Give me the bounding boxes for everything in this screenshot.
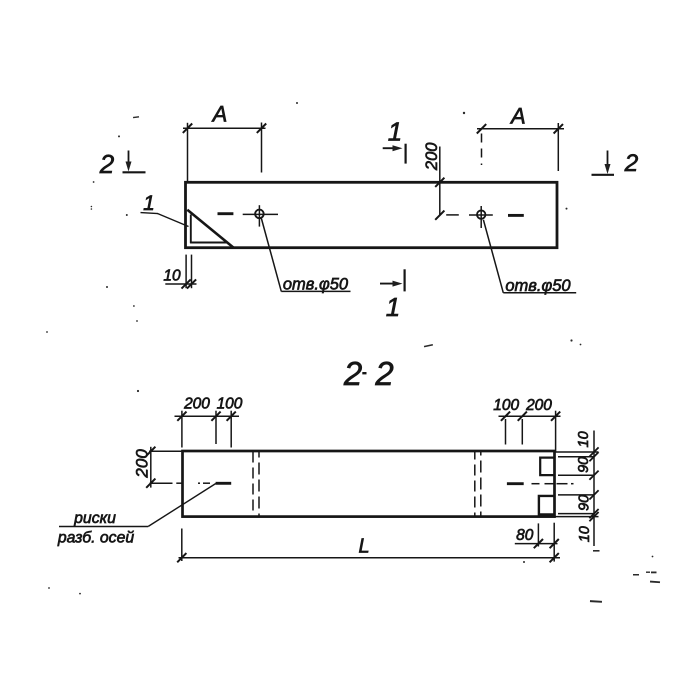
svg-text:L: L bbox=[358, 536, 369, 558]
svg-text:80: 80 bbox=[516, 527, 534, 544]
svg-text:1: 1 bbox=[386, 292, 400, 322]
svg-text:10: 10 bbox=[163, 268, 181, 285]
svg-text:90: 90 bbox=[576, 457, 592, 473]
svg-text:10: 10 bbox=[577, 526, 593, 542]
svg-text:100: 100 bbox=[217, 396, 243, 413]
svg-text:2: 2 bbox=[343, 355, 362, 392]
svg-text:10: 10 bbox=[576, 431, 592, 447]
svg-text:90: 90 bbox=[577, 495, 593, 511]
svg-text:риски: риски bbox=[73, 510, 116, 527]
svg-text:100: 100 bbox=[493, 397, 519, 414]
svg-text:200: 200 bbox=[183, 396, 210, 413]
svg-text:1: 1 bbox=[388, 117, 402, 147]
svg-text:200: 200 bbox=[133, 449, 152, 479]
svg-text:A: A bbox=[509, 104, 526, 129]
svg-text:отв.φ50: отв.φ50 bbox=[505, 277, 571, 295]
svg-text:разб. осей: разб. осей bbox=[57, 530, 135, 547]
svg-text:отв.φ50: отв.φ50 bbox=[283, 276, 349, 294]
svg-text:1: 1 bbox=[143, 192, 155, 215]
svg-text:200: 200 bbox=[525, 397, 552, 414]
svg-text:200: 200 bbox=[423, 142, 441, 171]
svg-text:2: 2 bbox=[99, 149, 115, 179]
svg-text:A: A bbox=[211, 102, 228, 127]
svg-text:2: 2 bbox=[374, 355, 393, 392]
svg-text:2: 2 bbox=[624, 150, 639, 177]
